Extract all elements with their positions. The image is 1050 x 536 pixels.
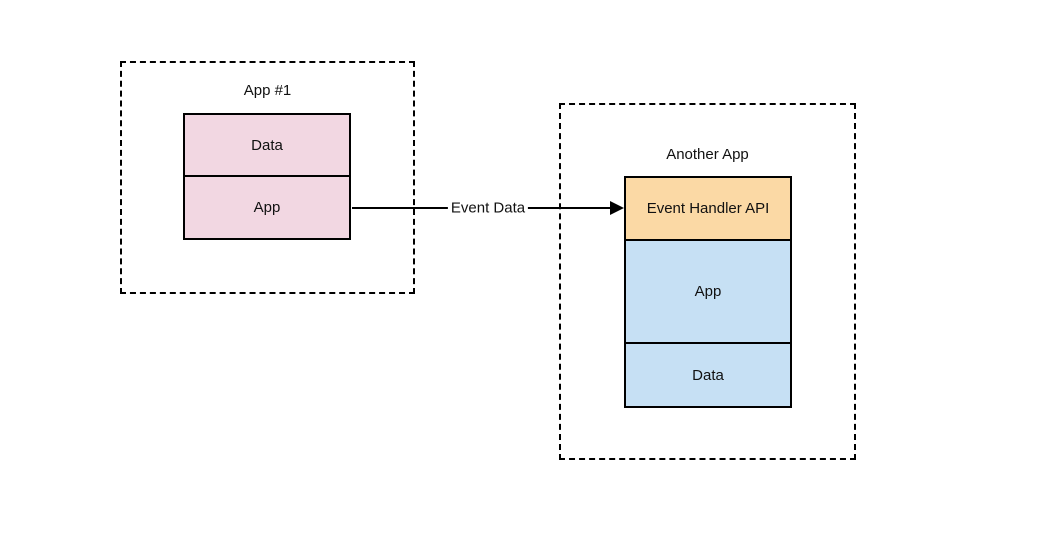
another-app-group-title: Another App bbox=[666, 146, 749, 163]
app1-group-title: App #1 bbox=[243, 82, 292, 99]
another-app-cell-data: Data bbox=[624, 342, 792, 408]
app1-stack: Data App bbox=[183, 113, 351, 240]
app1-cell-data: Data bbox=[183, 113, 351, 177]
app1-cell-app: App bbox=[183, 175, 351, 240]
another-app-cell-app: App bbox=[624, 239, 792, 344]
another-app-stack: Event Handler API App Data bbox=[624, 176, 792, 408]
arrowhead-icon bbox=[610, 201, 624, 215]
event-data-arrow-label: Event Data bbox=[447, 199, 529, 217]
app1-dashed-container bbox=[120, 61, 415, 294]
another-app-dashed-container bbox=[559, 103, 856, 460]
another-app-cell-event-handler-api: Event Handler API bbox=[624, 176, 792, 241]
